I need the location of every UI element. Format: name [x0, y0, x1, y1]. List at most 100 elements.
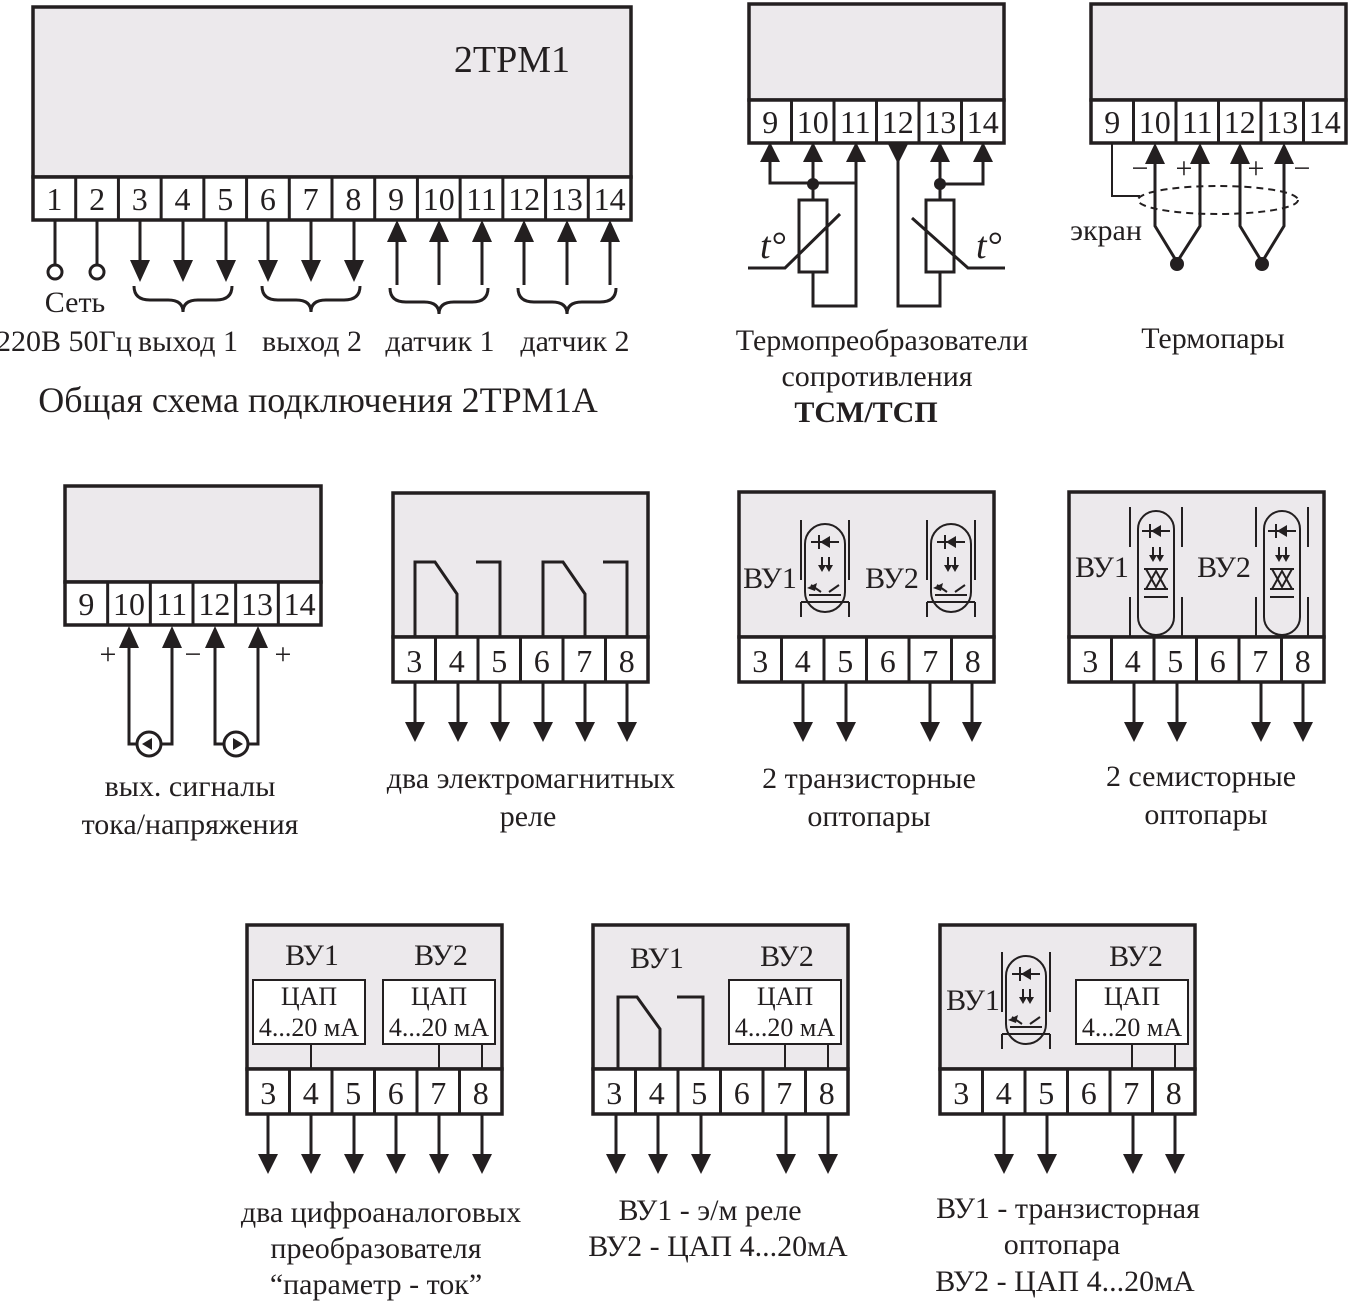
power-rating: 220В 50Гц	[0, 325, 132, 358]
terminal-4: 4	[303, 1075, 319, 1111]
rtd-2-node	[934, 178, 946, 190]
terminal-8: 8	[619, 643, 635, 679]
triac-caption-2: оптопары	[1144, 798, 1267, 831]
vu2-label: ВУ2	[865, 562, 919, 595]
dac-1-label: ЦАП	[281, 982, 338, 1011]
signal-2-minus: −	[185, 638, 202, 671]
braces	[132, 285, 618, 315]
terminal-7: 7	[776, 1075, 792, 1111]
rtd-1-return-wire	[811, 160, 858, 308]
terminal-5: 5	[691, 1075, 707, 1111]
arrow-down-icon	[1124, 722, 1144, 742]
terminal-4: 4	[996, 1075, 1012, 1111]
arrow-down-icon	[962, 722, 982, 742]
rtd-1-temp-symbol: t°	[760, 225, 786, 267]
arrow-down-icon	[533, 722, 553, 742]
arrow-down-icon	[818, 1154, 838, 1174]
tc2-plus: +	[1248, 152, 1265, 185]
vu1-label: ВУ1	[743, 562, 797, 595]
arrow-down-icon	[1037, 1154, 1057, 1174]
power-label: Сеть	[45, 286, 105, 319]
terminal-12: 12	[1224, 104, 1256, 140]
terminal-7: 7	[1123, 1075, 1139, 1111]
terminal-12: 12	[198, 586, 230, 622]
terminal-7: 7	[576, 643, 592, 679]
device-body	[31, 5, 633, 179]
terminal-5: 5	[491, 643, 507, 679]
arrow-down-icon	[429, 1154, 449, 1174]
dac-caption-2: преобразователя	[270, 1232, 481, 1265]
rtd-caption-3: ТСМ/ТСП	[794, 396, 937, 429]
terminal-13: 13	[551, 181, 583, 217]
terminal-6: 6	[534, 643, 550, 679]
rtd-2-return-wire	[896, 160, 942, 308]
terminal-10: 10	[1139, 104, 1171, 140]
arrow-down-icon	[648, 1154, 668, 1174]
terminal-14: 14	[1309, 104, 1341, 140]
power-contact-1	[46, 263, 64, 281]
sensor-2-label: датчик 2	[520, 325, 629, 358]
device-model: 2ТРМ1	[454, 39, 570, 81]
thermocouple-2-junction	[1255, 257, 1269, 271]
rtd-caption-1: Термопреобразователи	[736, 324, 1028, 357]
transistor-caption-2: оптопары	[807, 800, 930, 833]
terminal-8: 8	[1295, 643, 1311, 679]
device-body	[747, 2, 1006, 102]
output-arrows	[793, 682, 982, 742]
output-1-label: выход 1	[138, 325, 238, 358]
terminal-7: 7	[922, 643, 938, 679]
terminal-13: 13	[241, 586, 273, 622]
terminal-6: 6	[260, 181, 276, 217]
output-arrows	[994, 1114, 1185, 1174]
terminal-5: 5	[1038, 1075, 1054, 1111]
optocoupler-icon	[1001, 952, 1051, 1049]
relay-1-contacts	[413, 560, 502, 637]
terminal-11: 11	[156, 586, 187, 622]
rtd-2-thermistor-line	[911, 216, 1005, 270]
terminal-3: 3	[1082, 643, 1098, 679]
transistor-caption-1: 2 транзисторные	[762, 762, 976, 795]
terminal-3: 3	[132, 181, 148, 217]
arrow-down-icon	[836, 722, 856, 742]
thermocouple-1-junction	[1170, 257, 1184, 271]
device-body	[391, 491, 650, 639]
rtd-2-wires	[938, 160, 985, 200]
terminal-4: 4	[649, 1075, 665, 1111]
device-body	[63, 484, 323, 584]
terminal-7: 7	[303, 181, 319, 217]
dac-block	[728, 979, 842, 1045]
output-arrows	[1124, 682, 1313, 742]
terminal-1: 1	[46, 181, 62, 217]
terminal-11: 11	[840, 104, 871, 140]
relay-dac-caption-1: ВУ1 - э/м реле	[618, 1194, 801, 1227]
dac-block	[1075, 979, 1189, 1045]
terminal-7: 7	[1252, 643, 1268, 679]
terminal-3: 3	[953, 1075, 969, 1111]
arrow-down-icon	[258, 1154, 278, 1174]
terminal-3: 3	[606, 1075, 622, 1111]
terminal-2: 2	[89, 181, 105, 217]
terminal-9: 9	[762, 104, 778, 140]
terminal-10: 10	[423, 181, 455, 217]
analog-caption-1: вых. сигналы	[105, 770, 276, 803]
relay-caption-2: реле	[500, 800, 557, 833]
arrow-down-icon	[448, 722, 468, 742]
output-arrows	[258, 1114, 492, 1174]
arrow-down-icon	[344, 1154, 364, 1174]
terminal-6: 6	[388, 1075, 404, 1111]
device-body	[1067, 490, 1326, 639]
terminal-14: 14	[594, 181, 626, 217]
arrow-down-icon	[301, 1154, 321, 1174]
arrow-down-icon	[490, 722, 510, 742]
dac-2-label: ЦАП	[411, 982, 468, 1011]
optocoupler-2-icon	[926, 520, 976, 617]
rtd-1-resistor-icon	[797, 198, 829, 274]
